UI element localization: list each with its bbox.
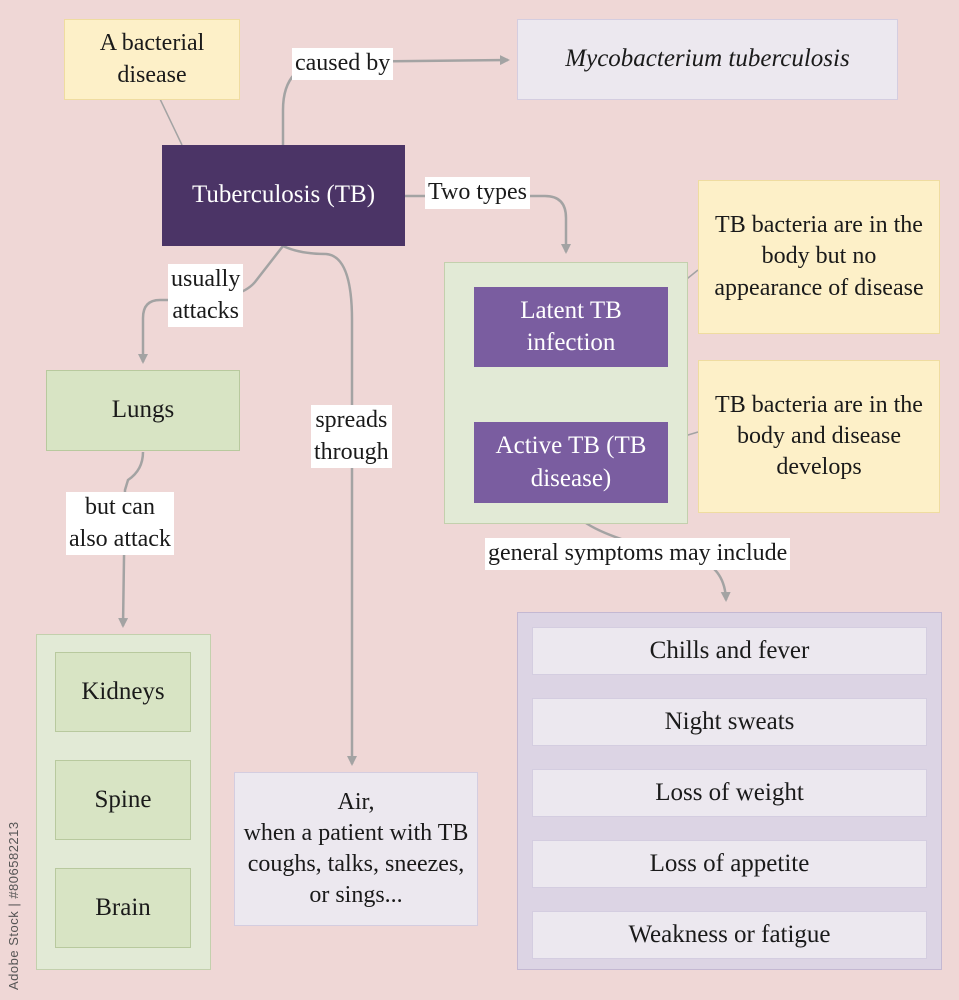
active-tb-node: Active TB (TB disease) (474, 422, 668, 503)
label-also-attack: but can also attack (66, 492, 174, 556)
symptom-text: Weakness or fatigue (628, 920, 831, 948)
latent-description: TB bacteria are in the body but no appea… (698, 180, 940, 334)
tb-node: Tuberculosis (TB) (162, 145, 405, 246)
symptom-item: Loss of weight (532, 769, 927, 817)
bacterial-disease-callout: A bacterial disease (64, 19, 240, 100)
label-spreads-through: spreads through (311, 405, 392, 469)
symptom-text: Night sweats (664, 707, 795, 735)
bacterial-disease-text: A bacterial disease (99, 30, 205, 88)
air-node: Air, when a patient with TB coughs, talk… (234, 772, 478, 926)
symptom-text: Loss of appetite (649, 849, 810, 877)
stock-watermark: Adobe Stock | #806582213 (6, 821, 21, 990)
spine-text: Spine (94, 785, 152, 813)
symptom-text: Chills and fever (649, 636, 810, 664)
cause-node: Mycobacterium tuberculosis (517, 19, 898, 100)
symptom-text: Loss of weight (655, 778, 804, 806)
kidneys-node: Kidneys (55, 652, 191, 732)
edge-two-types (405, 194, 571, 254)
active-tb-text: Active TB (TB disease) (495, 432, 647, 492)
active-description-text: TB bacteria are in the body and disease … (715, 391, 923, 481)
symptom-item: Weakness or fatigue (532, 911, 927, 959)
brain-text: Brain (95, 893, 151, 921)
brain-node: Brain (55, 868, 191, 948)
symptom-item: Night sweats (532, 698, 927, 746)
label-caused-by: caused by (292, 48, 394, 80)
symptom-item: Loss of appetite (532, 840, 927, 888)
edge-spreads-through (282, 244, 357, 766)
air-text-body: when a patient with TB coughs, talks, sn… (243, 819, 469, 909)
latent-tb-node: Latent TB infection (474, 287, 668, 367)
label-usually-attacks: usually attacks (168, 264, 244, 328)
label-but-can-line: but can (84, 494, 155, 520)
label-usually-line: usually (171, 266, 241, 292)
edge-also-attack (118, 451, 145, 628)
air-text-heading: Air, (337, 788, 375, 815)
latent-tb-text: Latent TB infection (520, 296, 622, 357)
spine-node: Spine (55, 760, 191, 840)
label-attacks-line: attacks (172, 297, 239, 324)
lungs-node: Lungs (46, 370, 240, 451)
label-through-line: through (314, 438, 389, 465)
callout-pointer-bacterial (159, 98, 183, 146)
active-description: TB bacteria are in the body and disease … (698, 360, 940, 513)
cause-text: Mycobacterium tuberculosis (565, 45, 850, 73)
lungs-text: Lungs (111, 396, 175, 424)
kidneys-text: Kidneys (81, 677, 165, 705)
latent-description-text: TB bacteria are in the body but no appea… (714, 212, 924, 301)
label-two-types: Two types (425, 177, 530, 209)
symptom-item: Chills and fever (532, 627, 927, 675)
label-spreads-line: spreads (315, 407, 388, 433)
label-symptoms: general symptoms may include (485, 538, 791, 570)
tb-text: Tuberculosis (TB) (191, 181, 376, 209)
label-also-attack-line: also attack (69, 525, 171, 552)
